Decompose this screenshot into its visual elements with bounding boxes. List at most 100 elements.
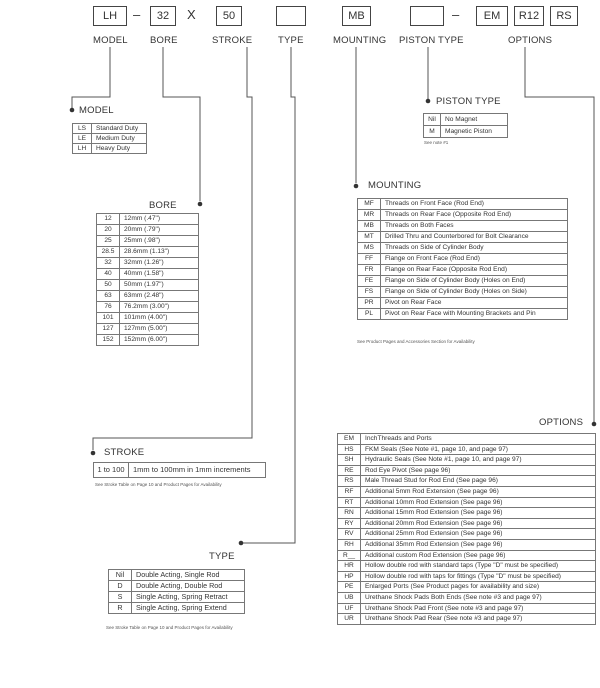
mounting-code-cell: MB: [357, 220, 381, 232]
options-code-cell: PE: [337, 581, 361, 593]
options-description-cell: Hollow double rod with standard taps (Ty…: [360, 560, 596, 572]
model-code-cell: LS: [72, 123, 92, 134]
model-description-cell: Standard Duty: [91, 123, 147, 134]
options-code-cell: HS: [337, 443, 361, 456]
bore-code-cell: 20: [96, 224, 120, 236]
options-row: R__Additional custom Rod Extension (See …: [337, 549, 596, 562]
options-code-cell: RS: [337, 475, 361, 487]
bore-code-cell: 40: [96, 268, 120, 280]
bore-code-cell: 152: [96, 334, 120, 346]
mounting-code-cell: MT: [357, 231, 381, 243]
bore-description-cell: 20mm (.79"): [119, 224, 199, 236]
mounting-description-cell: Flange on Side of Cylinder Body (Holes o…: [380, 286, 568, 298]
bore-description-cell: 127mm (5.00"): [119, 323, 199, 335]
mounting-description-cell: Flange on Side of Cylinder Body (Holes o…: [380, 275, 568, 287]
piston-code-cell: M: [423, 125, 441, 138]
options-section-title: OPTIONS: [539, 417, 584, 428]
options-description-cell: Additional 10mm Rod Extension (See page …: [360, 496, 596, 509]
piston-description-cell: Magnetic Piston: [440, 125, 508, 138]
type-description-cell: Double Acting, Double Rod: [131, 580, 245, 592]
bore-code-cell: 76: [96, 301, 120, 313]
mounting-description-cell: Pivot on Rear Face: [380, 297, 568, 309]
mounting-description-cell: Threads on Side of Cylinder Body: [380, 242, 568, 254]
mounting-code-value: MB: [348, 10, 365, 22]
type-section-title: TYPE: [209, 551, 235, 562]
type-code-cell: Nil: [108, 569, 132, 581]
bore-description-cell: 101mm (4.00"): [119, 312, 199, 324]
piston-description-cell: No Magnet: [440, 113, 508, 126]
type-description-cell: Double Acting, Single Rod: [131, 569, 245, 581]
bore-description-cell: 40mm (1.58"): [119, 268, 199, 280]
times-separator: X: [187, 7, 196, 22]
options-code-label: OPTIONS: [508, 35, 553, 46]
bore-code-cell: 25: [96, 235, 120, 247]
option-code-box: R12: [514, 6, 544, 26]
option-code-value: R12: [518, 10, 540, 22]
model-code-label: MODEL: [93, 35, 128, 46]
mounting-code-cell: MF: [357, 198, 381, 210]
options-description-cell: Urethane Shock Pads Both Ends (See note …: [360, 591, 596, 604]
bore-description-cell: 12mm (.47"): [119, 213, 199, 225]
options-description-cell: Additional 25mm Rod Extension (See page …: [360, 528, 596, 540]
mounting-description-cell: Threads on Rear Face (Opposite Rod End): [380, 209, 568, 221]
piston-code-label: PISTON TYPE: [399, 35, 464, 46]
bore-code-cell: 50: [96, 279, 120, 291]
dash-separator: –: [133, 7, 141, 22]
mounting-description-cell: Pivot on Rear Face with Mounting Bracket…: [380, 308, 568, 320]
piston-code-cell: Nil: [423, 113, 441, 126]
mounting-code-box: MB: [342, 6, 371, 26]
model-description-cell: Medium Duty: [91, 133, 147, 144]
options-description-cell: Urethane Shock Pad Front (See note #3 an…: [360, 602, 596, 615]
mounting-description-cell: Flange on Rear Face (Opposite Rod End): [380, 264, 568, 276]
bore-description-cell: 32mm (1.26"): [119, 257, 199, 269]
options-code-cell: RN: [337, 507, 361, 519]
stroke-note: See Stroke Table on Page 10 and Product …: [95, 482, 222, 487]
bore-description-cell: 25mm (.98"): [119, 235, 199, 247]
mounting-description-cell: Threads on Both Faces: [380, 220, 568, 232]
options-code-cell: RV: [337, 528, 361, 540]
mounting-code-cell: MR: [357, 209, 381, 221]
options-code-cell: SH: [337, 454, 361, 466]
stroke-description-cell: 1mm to 100mm in 1mm increments: [128, 462, 266, 478]
options-code-cell: EM: [337, 433, 361, 445]
type-code-cell: S: [108, 591, 132, 603]
options-code-cell: HR: [337, 560, 361, 572]
type-description-cell: Single Acting, Spring Extend: [131, 602, 245, 614]
mounting-description-cell: Threads on Front Face (Rod End): [380, 198, 568, 210]
dash-separator: –: [452, 7, 460, 22]
options-description-cell: Additional 15mm Rod Extension (See page …: [360, 507, 596, 519]
stroke-code-label: STROKE: [212, 35, 253, 46]
